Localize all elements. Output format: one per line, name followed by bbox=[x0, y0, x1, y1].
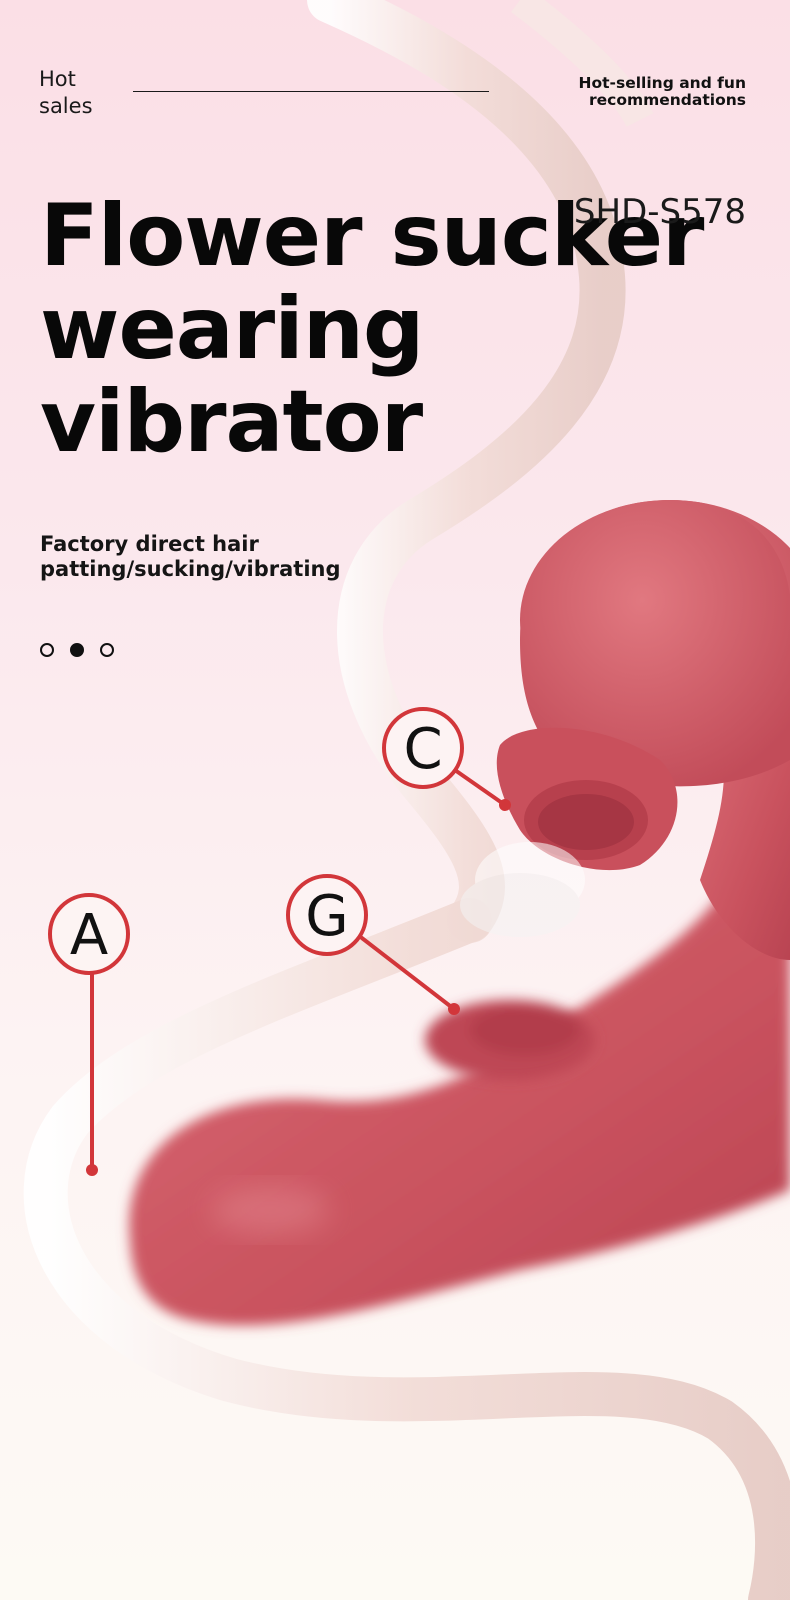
product-title-line-2: wearing bbox=[40, 279, 425, 379]
callout-g: G bbox=[286, 874, 460, 1015]
product-title-line-1: Flower sucker bbox=[40, 186, 704, 286]
silicone-cap bbox=[460, 842, 585, 937]
carousel-dot[interactable] bbox=[40, 643, 54, 657]
product-subtitle: Factory direct hair patting/sucking/vibr… bbox=[40, 532, 360, 582]
product-subtitle-line-1: Factory direct hair bbox=[40, 532, 259, 556]
product-title-line-3: vibrator bbox=[40, 372, 423, 472]
vibrator-body bbox=[129, 500, 790, 1326]
callout-a-label: A bbox=[70, 903, 108, 968]
recommendation-line-1: Hot-selling and fun bbox=[578, 74, 746, 92]
carousel-dot[interactable] bbox=[70, 643, 84, 657]
g-spot-bumps bbox=[425, 1000, 595, 1080]
ribbon-decoration bbox=[23, 0, 790, 1600]
hot-sales-tag: Hot sales bbox=[39, 67, 93, 118]
callout-c: C bbox=[382, 707, 511, 811]
carousel-indicator bbox=[40, 643, 114, 657]
recommendation-line-2: recommendations bbox=[588, 91, 746, 109]
callout-g-label: G bbox=[305, 884, 348, 949]
carousel-dot[interactable] bbox=[100, 643, 114, 657]
callout-a: A bbox=[48, 893, 130, 1176]
recommendation-text: Hot-selling and fun recommendations bbox=[526, 75, 746, 109]
product-title: Flower sucker wearing vibrator bbox=[40, 186, 704, 472]
callout-c-label: C bbox=[403, 717, 442, 782]
header-divider bbox=[133, 91, 489, 92]
product-subtitle-line-2: patting/sucking/vibrating bbox=[40, 557, 341, 581]
model-number: SHD-S578 bbox=[573, 192, 746, 232]
